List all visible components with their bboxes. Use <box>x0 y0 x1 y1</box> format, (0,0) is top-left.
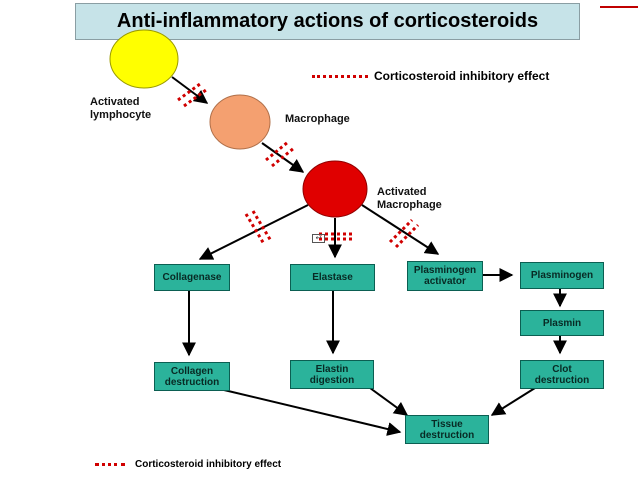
node-plasmin: Plasmin <box>520 310 604 336</box>
arrow-to-plasminogen-activator <box>361 204 440 255</box>
inhibition-dash-icon <box>312 74 368 78</box>
corner-accent-line <box>600 6 638 8</box>
node-collagenase: Collagenase <box>154 264 230 291</box>
inhibition-mark-lymphocyte <box>177 82 207 108</box>
inhibition-dash-icon <box>95 463 125 466</box>
legend-bottom-label: Corticosteroid inhibitory effect <box>135 459 282 470</box>
arrow-elastin-tissue <box>369 387 409 416</box>
arrow-to-collagenase <box>198 204 309 260</box>
arrow-lymphocyte-macrophage <box>171 76 209 104</box>
inhibition-mark-activator <box>388 218 420 249</box>
label-activated-macrophage: Activated Macrophage <box>377 186 442 211</box>
node-collagen-destruction: Collagen destruction <box>154 362 230 391</box>
label-macrophage: Macrophage <box>285 113 350 125</box>
activated-macrophage-cell <box>302 160 368 218</box>
node-plasminogen-activator: Plasminogen activator <box>407 261 483 291</box>
arrow-collagen-tissue <box>223 389 402 436</box>
arrow-clot-tissue <box>490 387 536 416</box>
macrophage-cell <box>209 94 271 150</box>
inhibition-mark-macrophage <box>265 140 295 168</box>
activated-lymphocyte-cell <box>109 29 179 89</box>
legend-top-label: Corticosteroid inhibitory effect <box>374 69 550 83</box>
legend-top: Corticosteroid inhibitory effect <box>312 69 549 83</box>
inhibition-mark-collagenase <box>244 210 273 245</box>
node-elastin-digestion: Elastin digestion <box>290 360 374 389</box>
node-tissue-destruction: Tissue destruction <box>405 415 489 444</box>
node-clot-destruction: Clot destruction <box>520 360 604 389</box>
label-activated-lymphocyte: Activated lymphocyte <box>90 96 152 121</box>
hyperlink-icon: ↩ <box>312 234 325 243</box>
node-elastase: Elastase <box>290 264 375 291</box>
legend-bottom: Corticosteroid inhibitory effect <box>95 459 281 470</box>
node-plasminogen: Plasminogen <box>520 262 604 289</box>
